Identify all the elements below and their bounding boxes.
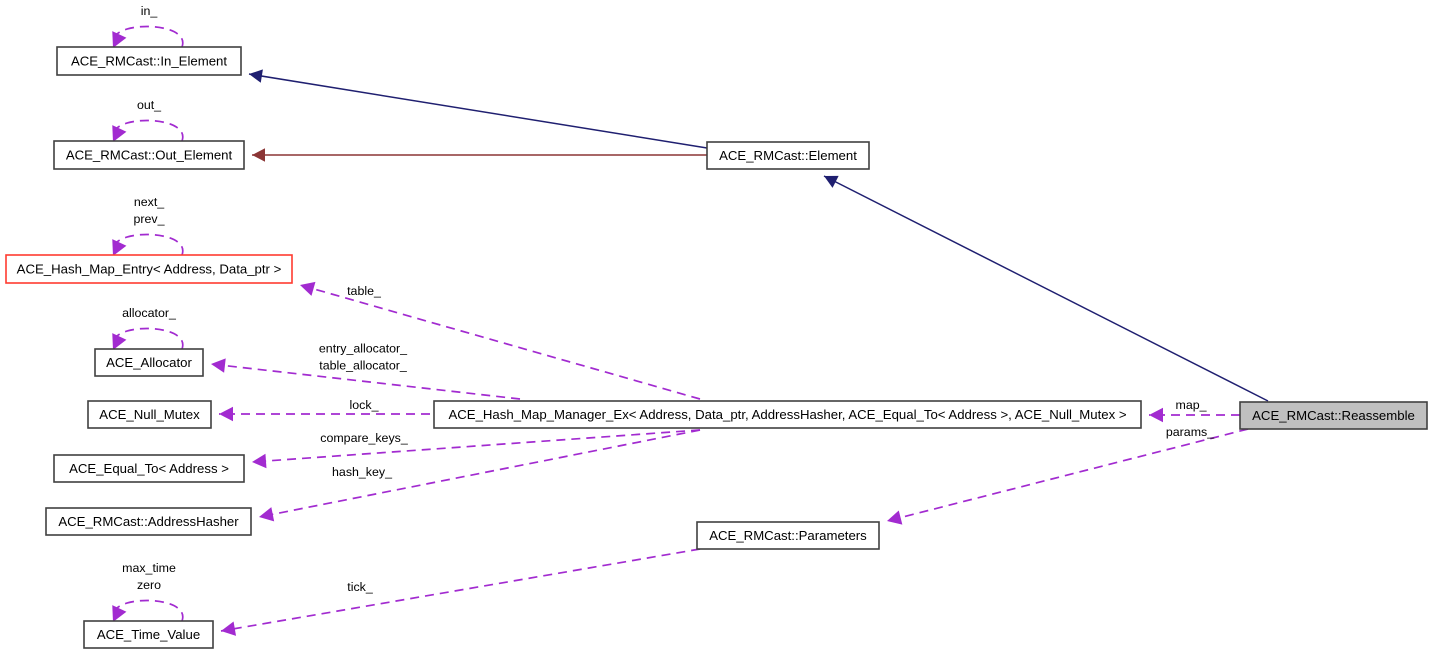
node-box[interactable] — [83, 620, 214, 649]
self-loop-label: in_ — [141, 4, 159, 18]
self-loop-out_element — [112, 119, 184, 142]
self-loop-label: allocator_ — [122, 306, 177, 320]
edge-line — [299, 284, 701, 400]
edge-line — [210, 363, 521, 400]
node-layer: ACE_RMCast::In_ElementACE_RMCast::Out_El… — [5, 46, 1428, 649]
self-loop-layer — [112, 25, 184, 622]
node-label: ACE_Hash_Map_Manager_Ex< Address, Data_p… — [448, 407, 1126, 422]
node-parameters[interactable]: ACE_RMCast::Parameters — [696, 521, 880, 550]
edge-label: table_ — [347, 284, 382, 298]
node-label: ACE_Null_Mutex — [99, 407, 200, 422]
node-box[interactable] — [94, 348, 204, 377]
edge-table — [299, 281, 701, 400]
node-allocator[interactable]: ACE_Allocator — [94, 348, 204, 377]
edge-map — [1149, 407, 1240, 423]
node-label: ACE_Time_Value — [97, 627, 200, 642]
node-time-value[interactable]: ACE_Time_Value — [83, 620, 214, 649]
node-label: ACE_RMCast::In_Element — [71, 53, 227, 68]
edge-line — [220, 548, 701, 632]
node-box[interactable] — [5, 254, 293, 284]
edge-hash_key — [258, 429, 701, 522]
node-box[interactable] — [53, 454, 245, 483]
edge-line — [886, 428, 1249, 522]
edge-line — [248, 73, 708, 149]
edge-label: compare_keys_ — [320, 431, 409, 445]
node-reassemble[interactable]: ACE_RMCast::Reassemble — [1239, 401, 1428, 430]
self-loop-in_element — [112, 25, 184, 48]
self-loop-label: out_ — [137, 98, 162, 112]
edge-lock — [219, 406, 430, 422]
edge-element_in_element — [248, 69, 708, 149]
node-box[interactable] — [696, 521, 880, 550]
node-label: ACE_RMCast::AddressHasher — [58, 514, 239, 529]
edge-label: entry_allocator_table_allocator_ — [319, 342, 408, 373]
edge-line — [823, 175, 1269, 402]
edge-element_out_element — [252, 148, 707, 162]
node-element[interactable]: ACE_RMCast::Element — [706, 141, 870, 170]
edge-label: lock_ — [350, 398, 380, 412]
self-loop-hash_map_entry — [112, 233, 184, 256]
node-label: ACE_Hash_Map_Entry< Address, Data_ptr > — [17, 261, 282, 276]
self-loop-time_value — [112, 599, 184, 622]
node-box[interactable] — [56, 46, 242, 76]
node-label: ACE_Allocator — [106, 355, 192, 370]
node-box[interactable] — [1239, 401, 1428, 430]
node-in-element[interactable]: ACE_RMCast::In_Element — [56, 46, 242, 76]
edge-label: params_ — [1166, 425, 1215, 439]
node-hash-map-manager[interactable]: ACE_Hash_Map_Manager_Ex< Address, Data_p… — [433, 400, 1142, 429]
self-loop-label: next_prev_ — [134, 195, 166, 226]
node-label: ACE_RMCast::Reassemble — [1252, 408, 1415, 423]
edge-line — [251, 429, 701, 463]
edge-label: map_ — [1176, 398, 1208, 412]
node-label: ACE_RMCast::Out_Element — [66, 147, 233, 162]
node-label: ACE_RMCast::Element — [719, 148, 857, 163]
edge-compare_keys — [251, 429, 701, 469]
edge-label-layer: table_ entry_allocator_table_allocator_lo… — [122, 4, 1215, 594]
node-label: ACE_RMCast::Parameters — [709, 528, 867, 543]
self-loop-allocator — [112, 327, 184, 350]
edge-entry_table_allocator — [210, 358, 521, 400]
node-box[interactable] — [706, 141, 870, 170]
node-address-hasher[interactable]: ACE_RMCast::AddressHasher — [45, 507, 252, 536]
node-null-mutex[interactable]: ACE_Null_Mutex — [87, 400, 212, 429]
node-box[interactable] — [433, 400, 1142, 429]
node-hash-map-entry[interactable]: ACE_Hash_Map_Entry< Address, Data_ptr > — [5, 254, 293, 284]
node-box[interactable] — [45, 507, 252, 536]
node-out-element[interactable]: ACE_RMCast::Out_Element — [53, 140, 245, 170]
edge-tick — [220, 548, 701, 636]
node-equal-to[interactable]: ACE_Equal_To< Address > — [53, 454, 245, 483]
edge-label: tick_ — [347, 580, 374, 594]
edge-layer — [210, 69, 1269, 636]
edge-params — [886, 428, 1249, 525]
edge-reassemble_element — [823, 175, 1269, 402]
edge-label: hash_key_ — [332, 465, 393, 479]
node-label: ACE_Equal_To< Address > — [69, 461, 229, 476]
node-box[interactable] — [87, 400, 212, 429]
node-box[interactable] — [53, 140, 245, 170]
